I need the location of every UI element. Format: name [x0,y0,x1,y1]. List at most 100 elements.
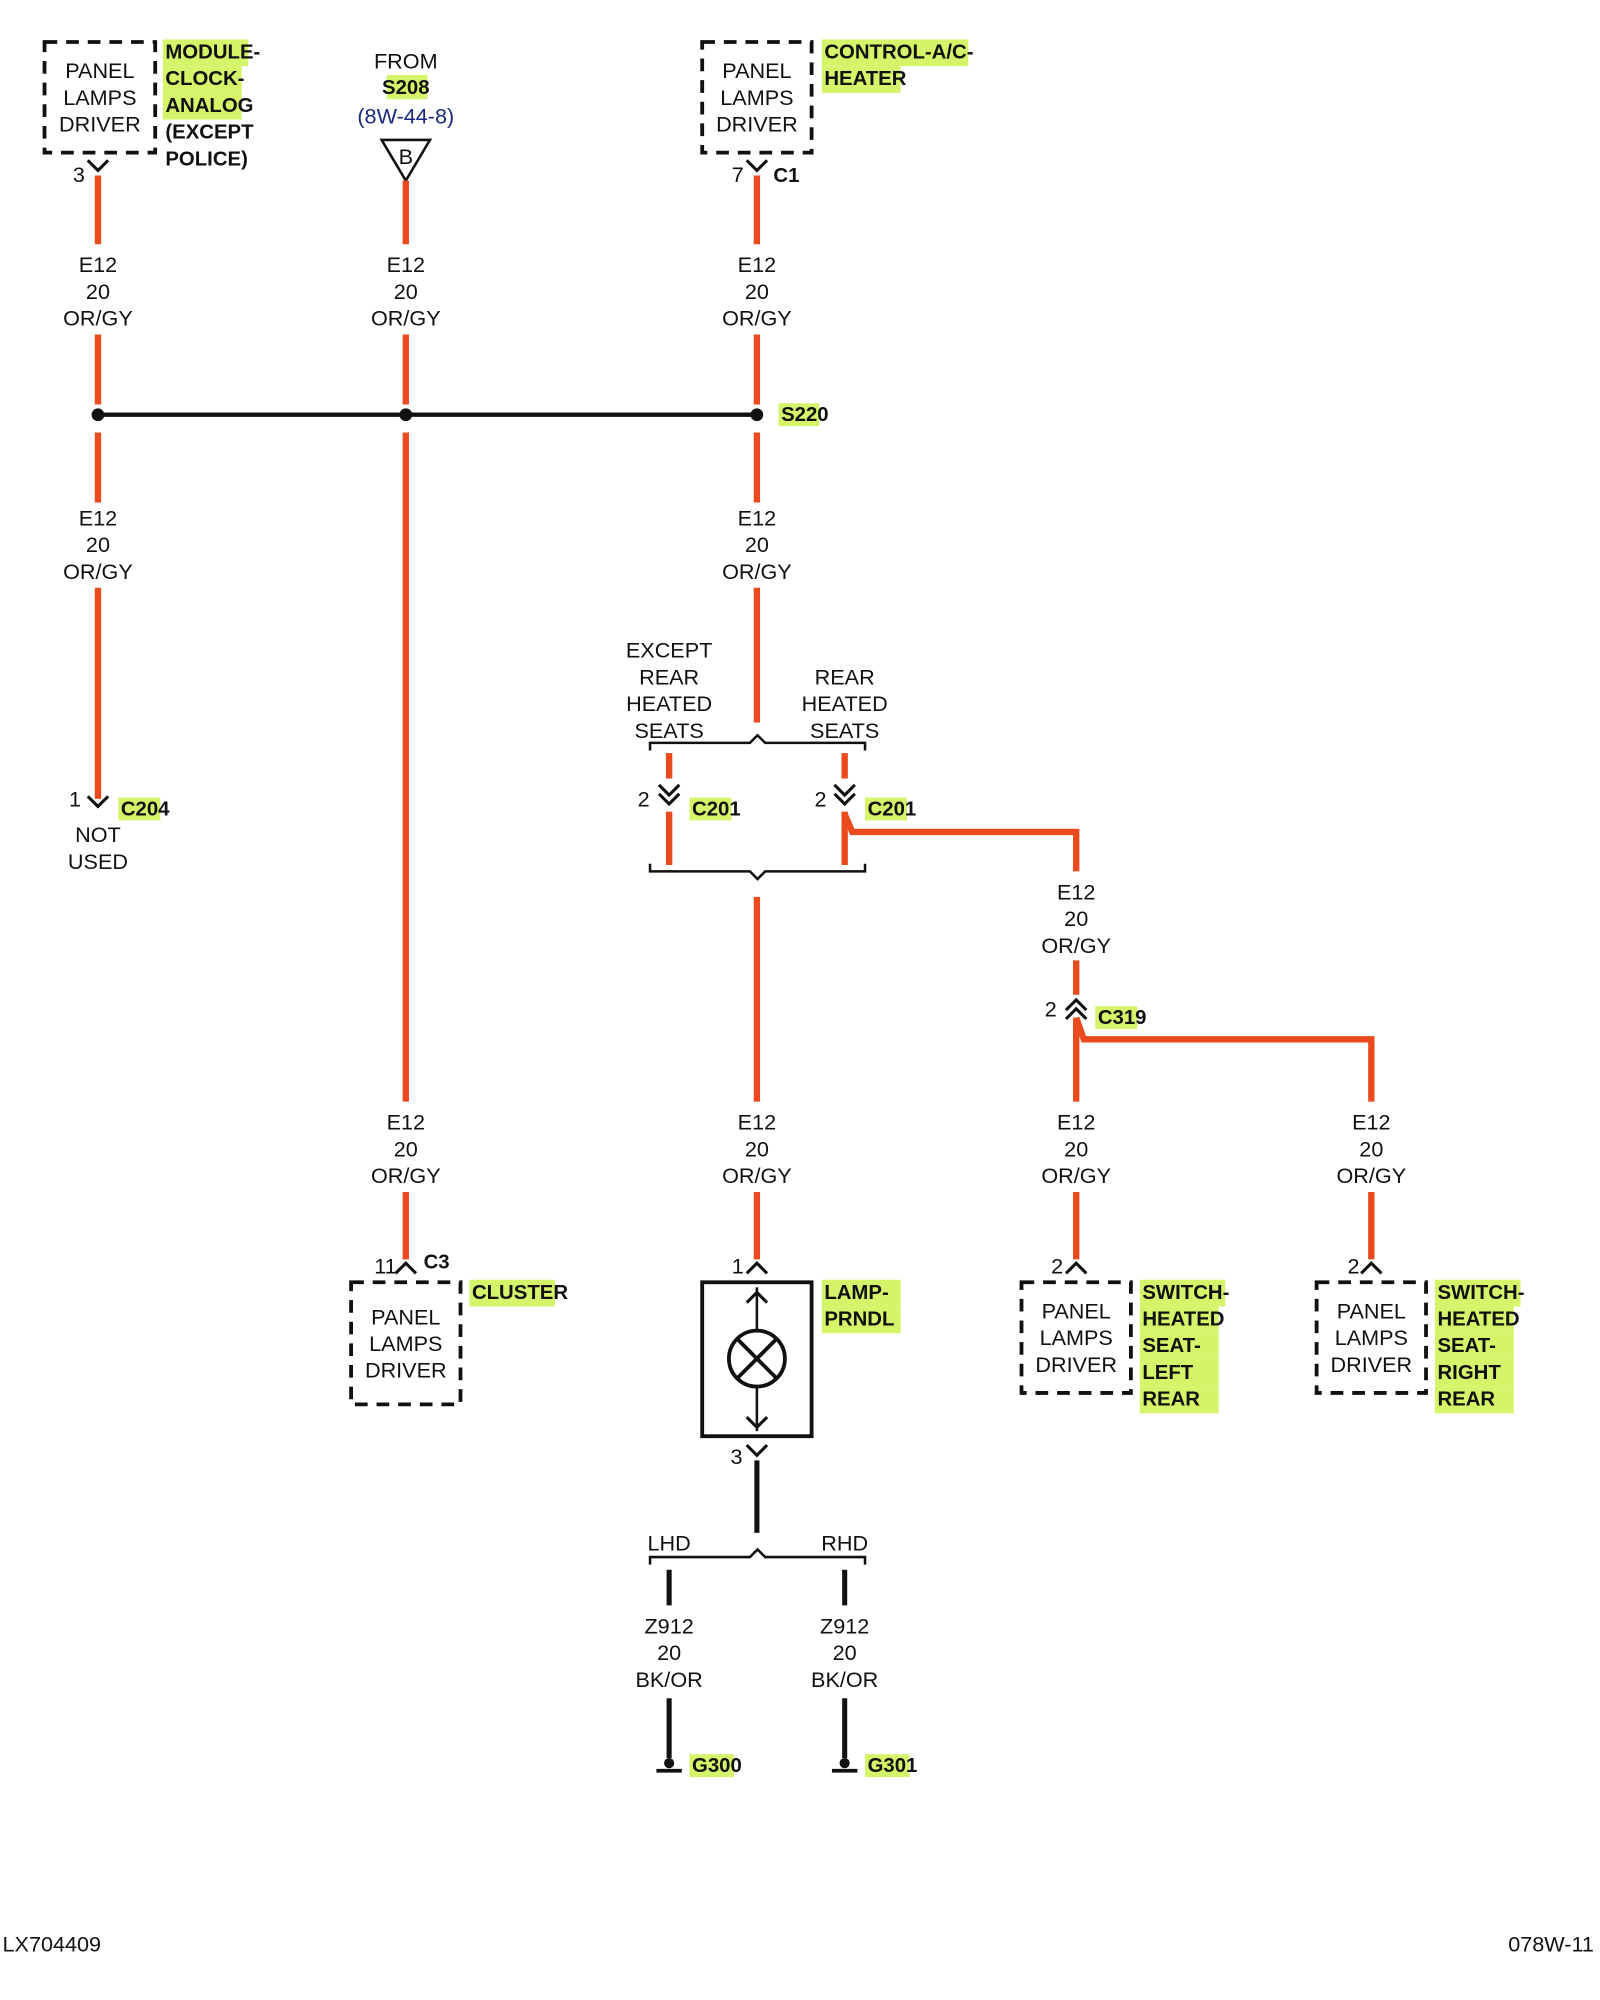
option-rear-label: REAR [815,664,875,689]
prndl-name-line: LAMP- [824,1282,888,1304]
c319-pin: 2 [1045,996,1057,1021]
c319-connector-icon [1064,1006,1088,1021]
clock-module-name-highlight [162,92,242,120]
clock-wire-label-gauge: 20 [86,279,110,304]
seat-right-name-line: HEATED [1437,1309,1519,1331]
option-except-label: EXCEPT [626,638,712,663]
clock-pin: 3 [73,162,85,187]
c201-right-connector-icon [833,783,856,798]
lamp-lead-arrow-icon [745,1290,769,1304]
seat-left-box-text: LAMPS [1040,1325,1113,1350]
cluster-box-text: DRIVER [365,1358,447,1383]
hvac-name-line: CONTROL-A/C- [824,42,973,64]
option-rear-label: SEATS [810,718,879,743]
seat-right-name-line: SEAT- [1437,1335,1495,1357]
seat-right-name-highlight [1434,1359,1514,1387]
prndl-name-line: PRNDL [824,1309,894,1331]
s208-wire-label-color: OR/GY [371,306,441,331]
prndl-connector-bottom-icon [745,1444,769,1458]
harness-triangle-icon [379,138,433,184]
seat-right-box-text: DRIVER [1330,1352,1412,1377]
s208-ref-link: (8W-44-8) [357,103,454,128]
clock-module-box-text: PANEL [65,58,134,83]
hvac-connector-icon [745,159,769,173]
c201-left-highlight [689,797,732,821]
c204-note: NOT [75,822,121,847]
cluster-wire-label-gauge: 20 [394,1136,418,1161]
hvac-name-line: HEATER [824,68,906,90]
from-label: FROM [374,49,438,74]
seat-left-wire-label-color: OR/GY [1041,1163,1111,1188]
option-except-label: SEATS [634,718,703,743]
c201-right-pin: 2 [814,787,826,812]
seat-right-box [1314,1280,1428,1395]
prndl-connector-top-icon [745,1261,769,1275]
c319-connector-icon [1064,997,1088,1012]
g300-wire-label-color: BK/OR [635,1667,702,1692]
hvac-pin: 7 [732,162,744,187]
c204-label: C204 [121,798,170,820]
c201-right-label: C201 [868,798,917,820]
diagram-root: PANELLAMPSDRIVERMODULE-CLOCK-ANALOG(EXCE… [3,39,1594,1956]
option-brace-top [648,733,867,751]
prndl-name-highlight [821,1306,901,1334]
g301-highlight [865,1754,910,1778]
cluster-wire-label-color: OR/GY [371,1163,441,1188]
seat-left-connector-icon [1064,1261,1088,1275]
option-except-label: REAR [639,664,699,689]
clock-module-name-highlight [162,66,242,93]
seat-left-box-text: PANEL [1042,1299,1111,1324]
hvac-wire-label-gauge: 20 [745,279,769,304]
clock-module-box-text: LAMPS [63,85,136,110]
g300-label: G300 [692,1755,742,1777]
s220-label: S220 [781,404,829,426]
seat-right-wire-label-gauge: 20 [1359,1136,1383,1161]
g300-wire-label-gauge: 20 [657,1640,681,1665]
c201-left-label: C201 [692,798,741,820]
g301-wire-label-circuit: Z912 [820,1613,869,1638]
c319-label: C319 [1098,1007,1147,1029]
s208-highlight [386,75,428,100]
g300-wire-label-circuit: Z912 [644,1613,693,1638]
cluster-connector-icon [394,1261,418,1275]
prndl-pin-top: 1 [732,1253,744,1278]
c204-highlight [118,797,161,821]
hvac-box-text: DRIVER [716,112,798,137]
clock-module-box [42,40,158,155]
harness-letter: B [399,144,413,169]
seat-right-pin: 2 [1347,1253,1359,1278]
seat-right-name-highlight [1434,1279,1521,1307]
splice-dot-icon [399,408,413,422]
s208-wire-label-circuit: E12 [387,252,425,277]
s220-highlight [778,403,820,427]
c204-pin: 1 [69,787,81,812]
seat-left-name-highlight [1139,1306,1219,1334]
c204-wire-label-circuit: E12 [79,505,117,530]
clock-module-box-text: DRIVER [59,112,141,137]
clock-connector-icon [86,159,110,173]
hvac-box-text: LAMPS [720,85,793,110]
rhd-label: RHD [821,1531,868,1556]
seat-left-name-highlight [1139,1279,1226,1307]
seat-right-wire-label-circuit: E12 [1352,1110,1390,1135]
seat-right-wire-label-color: OR/GY [1337,1163,1407,1188]
clock-wire-label-color: OR/GY [63,306,133,331]
lamp-bulb-icon [736,1338,778,1380]
seat-left-name-line: SEAT- [1142,1335,1200,1357]
cluster-name-highlight [469,1279,555,1307]
clock-module-note: (EXCEPT [165,122,254,144]
option-except-label: HEATED [626,691,712,716]
c204-wire-label-color: OR/GY [63,559,133,584]
c319-wire-label-gauge: 20 [1064,906,1088,931]
s220-down-wire-label-color: OR/GY [722,559,792,584]
seat-left-name-highlight [1139,1359,1219,1387]
seat-right-name-highlight [1434,1333,1514,1360]
seat-left-name-line: HEATED [1142,1309,1224,1331]
prndl-lamp-box [700,1280,814,1439]
seat-left-name-highlight [1139,1386,1219,1414]
hvac-wire-label-circuit: E12 [738,252,776,277]
footer-left-id: LX704409 [3,1931,102,1956]
c319-wire-label-color: OR/GY [1041,933,1111,958]
c1-label: C1 [773,165,799,187]
seat-left-name-highlight [1139,1333,1219,1360]
